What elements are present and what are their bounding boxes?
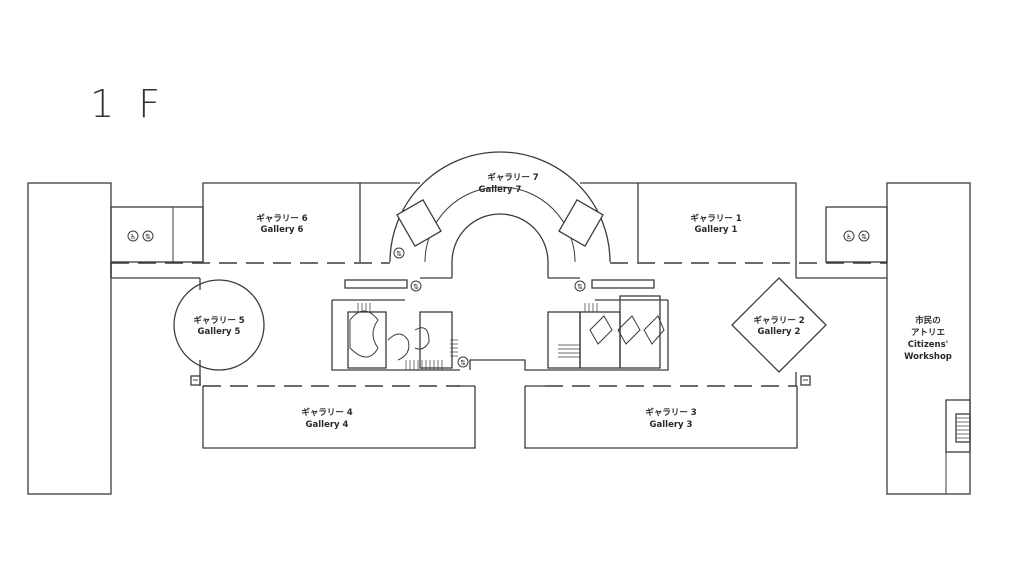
- right-wing: [796, 182, 971, 495]
- gallery-4-room: [202, 385, 476, 449]
- svg-text:⇅: ⇅: [396, 250, 402, 258]
- gallery-6-label-jp: ギャラリー 6: [256, 213, 307, 224]
- gallery-1-label-en: Gallery 1: [695, 225, 738, 235]
- gallery-2-label-en: Gallery 2: [758, 327, 801, 337]
- gallery-3-room: [524, 385, 798, 449]
- restroom-icon: ♿: [843, 230, 855, 242]
- gallery-7-label-en: Gallery 7: [479, 185, 522, 195]
- gallery-1-room: [580, 182, 797, 262]
- svg-text:⇅: ⇅: [861, 233, 867, 241]
- svg-text:♿: ♿: [846, 233, 852, 241]
- gallery-4-label-en: Gallery 4: [306, 420, 349, 430]
- workshop-label-jp-1: 市民の: [915, 315, 941, 326]
- gallery-2-room: [731, 262, 827, 386]
- elevator-icon: ⇅: [574, 280, 586, 292]
- elevator-icon: ⇅: [410, 280, 422, 292]
- restroom-icon: ♿: [127, 230, 139, 242]
- elevator-icon: ⇅: [142, 230, 154, 242]
- svg-text:⇅: ⇅: [577, 283, 583, 291]
- floor-label: 1 F: [90, 82, 167, 126]
- gallery-3-label-jp: ギャラリー 3: [645, 407, 696, 418]
- gallery-7-room: [389, 151, 611, 279]
- gallery-6-room: [202, 182, 420, 262]
- elevator-icon: ⇅: [457, 356, 469, 368]
- gallery-5-label-en: Gallery 5: [198, 327, 241, 337]
- service-core: [331, 279, 669, 371]
- svg-text:♿: ♿: [130, 233, 136, 241]
- elevator-icon: ⇅: [858, 230, 870, 242]
- corridor-lines: [110, 262, 887, 387]
- workshop-label-en-2: Workshop: [904, 352, 952, 362]
- gallery-7-label-jp: ギャラリー 7: [487, 172, 538, 183]
- service-stairs: [357, 303, 598, 370]
- svg-text:⇅: ⇅: [460, 359, 466, 367]
- gallery-4-label-jp: ギャラリー 4: [301, 407, 352, 418]
- svg-text:⇅: ⇅: [145, 233, 151, 241]
- svg-text:⇅: ⇅: [413, 283, 419, 291]
- gallery-1-label-jp: ギャラリー 1: [690, 213, 741, 224]
- workshop-label-jp-2: アトリエ: [911, 328, 945, 338]
- gallery-6-label-en: Gallery 6: [261, 225, 304, 235]
- gallery-5-label-jp: ギャラリー 5: [193, 315, 244, 326]
- fire-hydrant-icon: [190, 375, 201, 386]
- elevator-icon: ⇅: [393, 247, 405, 259]
- right-wing-stairs: [955, 413, 971, 443]
- fire-hydrant-icon: [800, 375, 811, 386]
- workshop-label-en-1: Citizens': [908, 340, 949, 350]
- gallery-3-label-en: Gallery 3: [650, 420, 693, 430]
- gallery-2-label-jp: ギャラリー 2: [753, 315, 804, 326]
